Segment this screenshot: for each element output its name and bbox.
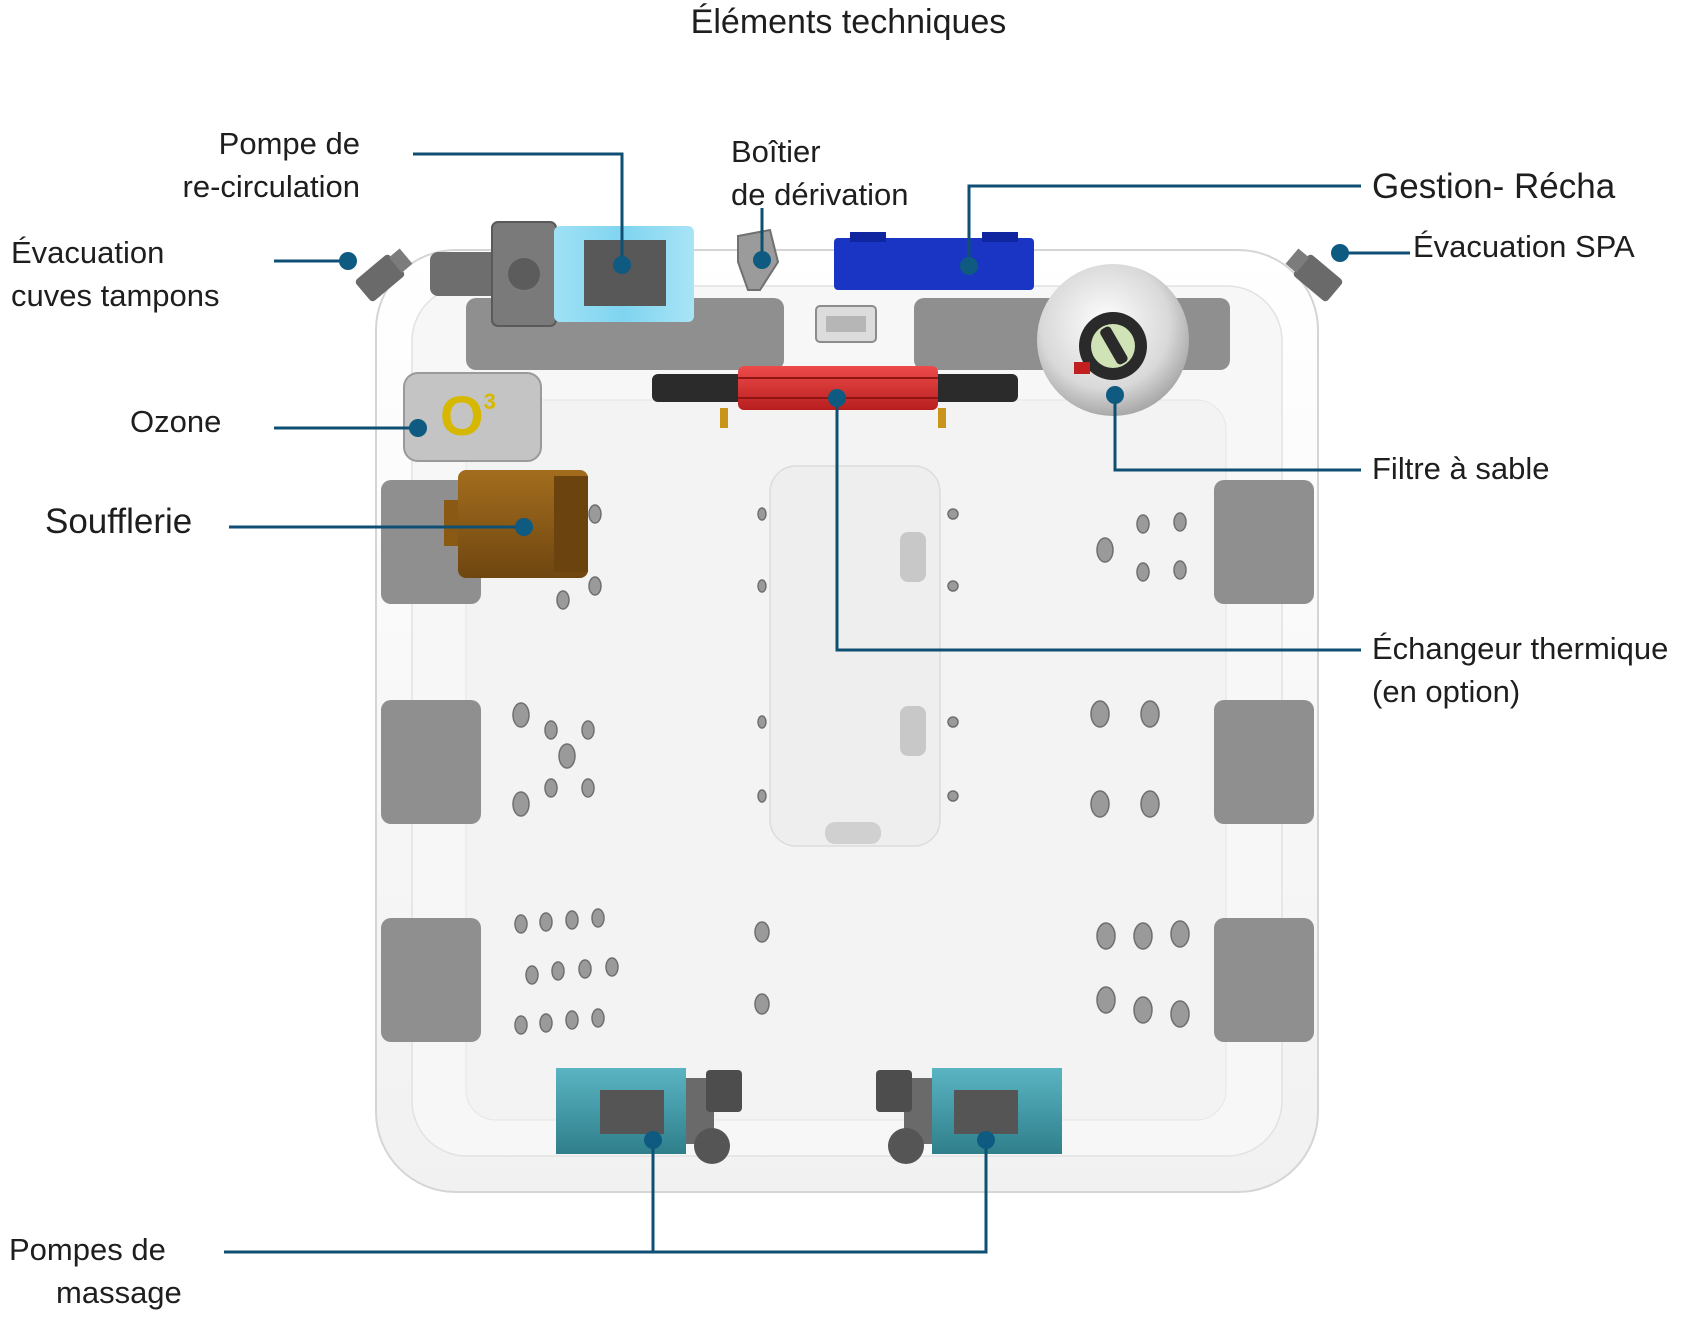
label-boitier-line1: Boîtier [731, 134, 821, 169]
label-pompe-recirc-line1: Pompe de [218, 126, 360, 161]
leader-gestion [967, 184, 1361, 264]
headrest-right-1 [1214, 480, 1314, 604]
label-ozone: Ozone [130, 404, 222, 439]
label-soufflerie: Soufflerie [45, 502, 193, 541]
leader-lines [224, 152, 1410, 1254]
label-evac-cuves-line1: Évacuation [11, 235, 165, 270]
ozone-symbol: O3 [440, 384, 530, 448]
label-evac-cuves-line2: cuves tampons [11, 278, 220, 313]
label-evac-spa: Évacuation SPA [1413, 229, 1635, 264]
label-pompes-massage-line1: Pompes de [9, 1232, 166, 1267]
spa-shell [375, 249, 1319, 1193]
headrest-left-2 [381, 700, 481, 824]
ozone-symbol-sup: 3 [483, 389, 496, 414]
leader-pompes-massage [224, 1140, 988, 1254]
label-pompes-massage-line2: massage [56, 1275, 182, 1310]
label-echangeur-line2: (en option) [1372, 674, 1521, 709]
leader-echangeur [835, 398, 1361, 652]
sand-filter [1037, 264, 1189, 416]
leader-pompe-recirc [413, 152, 624, 263]
label-pompe-recirc: Pompe de re-circulation [100, 122, 360, 208]
ozone-symbol-main: O [440, 384, 484, 447]
diagram-title: Éléments techniques [690, 3, 1007, 41]
headrests [381, 298, 1314, 1042]
drain-left [355, 248, 413, 302]
label-boitier: Boîtier de dérivation [731, 130, 909, 216]
label-evac-cuves: Évacuation cuves tampons [11, 231, 220, 317]
headrest-right-3 [1214, 918, 1314, 1042]
headrest-right-2 [1214, 700, 1314, 824]
controller-box [834, 232, 1034, 290]
label-pompe-recirc-line2: re-circulation [182, 169, 360, 204]
label-echangeur-line1: Échangeur thermique [1372, 631, 1669, 666]
drain-right [1285, 248, 1343, 302]
heat-exchanger [652, 366, 1018, 428]
headrest-left-3 [381, 918, 481, 1042]
label-gestion: Gestion- Récha [1372, 167, 1616, 206]
label-boitier-line2: de dérivation [731, 177, 909, 212]
ozone-generator [403, 372, 542, 462]
label-pompes-massage: Pompes de massage [9, 1228, 182, 1314]
label-filtre: Filtre à sable [1372, 451, 1550, 486]
leader-dots [339, 244, 1349, 1149]
pillows [900, 532, 926, 756]
massage-pump-left [556, 1068, 742, 1164]
leader-filtre [1113, 395, 1361, 472]
control-panel [815, 305, 877, 343]
label-echangeur: Échangeur thermique (en option) [1372, 627, 1668, 713]
jets [512, 504, 1190, 1035]
massage-pump-right [876, 1068, 1062, 1164]
